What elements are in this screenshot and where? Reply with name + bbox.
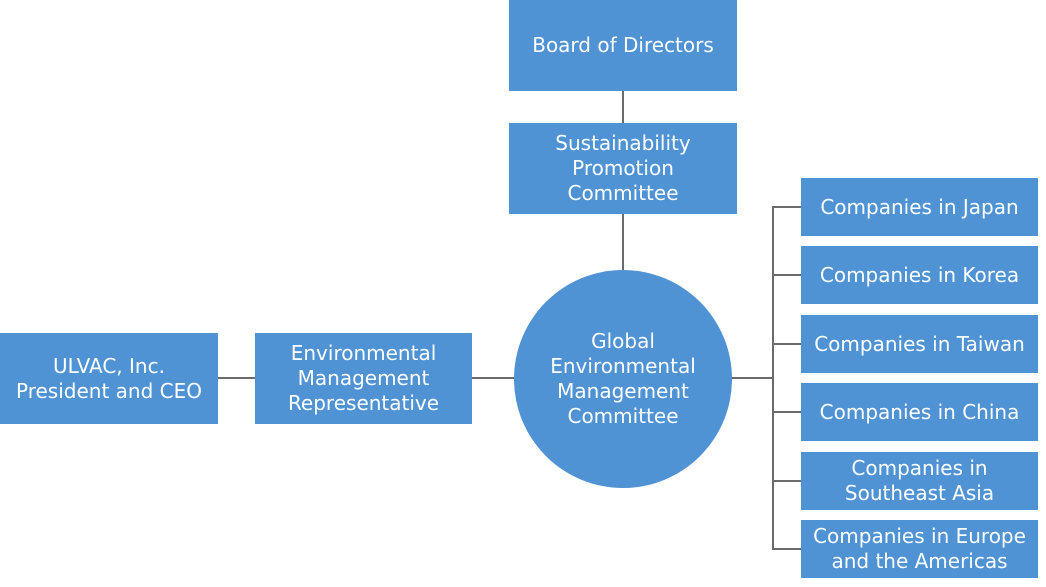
company-label-korea: Companies in Korea	[819, 262, 1020, 287]
connector-sustainability-global	[622, 213, 624, 270]
sustainability-committee-label: Sustainability Promotion Committee	[555, 131, 691, 205]
global-committee-label: Global Environmental Management Committe…	[550, 329, 696, 428]
company-label-china: Companies in China	[819, 399, 1020, 424]
representative-label: Environmental Management Representative	[287, 341, 440, 415]
board-of-directors-label: Board of Directors	[532, 33, 714, 57]
representative-box: Environmental Management Representative	[255, 333, 472, 424]
ceo-label: ULVAC, Inc. President and CEO	[16, 353, 202, 403]
connector-companies-trunk	[772, 206, 774, 550]
connector-ceo-representative	[217, 377, 255, 379]
company-box-china: Companies in China	[801, 383, 1038, 441]
company-label-southeast-asia: Companies in Southeast Asia	[844, 456, 995, 505]
company-label-europe-americas: Companies in Europe and the Americas	[813, 524, 1026, 573]
connector-branch-china	[772, 411, 802, 413]
connector-branch-taiwan	[772, 343, 802, 345]
company-label-japan: Companies in Japan	[820, 194, 1019, 219]
board-of-directors-box: Board of Directors	[509, 0, 737, 91]
connector-branch-japan	[772, 206, 802, 208]
ceo-box: ULVAC, Inc. President and CEO	[0, 333, 218, 424]
connector-branch-southeast-asia	[772, 480, 802, 482]
company-label-taiwan: Companies in Taiwan	[814, 331, 1025, 356]
connector-global-trunk	[730, 377, 774, 379]
connector-board-sustainability	[622, 91, 624, 123]
company-box-southeast-asia: Companies in Southeast Asia	[801, 452, 1038, 510]
company-box-japan: Companies in Japan	[801, 178, 1038, 236]
company-box-korea: Companies in Korea	[801, 246, 1038, 304]
company-box-taiwan: Companies in Taiwan	[801, 315, 1038, 373]
connector-branch-korea	[772, 274, 802, 276]
global-committee-circle: Global Environmental Management Committe…	[514, 270, 732, 488]
sustainability-committee-box: Sustainability Promotion Committee	[509, 123, 737, 214]
connector-branch-europe-americas	[772, 548, 802, 550]
connector-representative-global	[471, 377, 516, 379]
company-box-europe-americas: Companies in Europe and the Americas	[801, 520, 1038, 578]
